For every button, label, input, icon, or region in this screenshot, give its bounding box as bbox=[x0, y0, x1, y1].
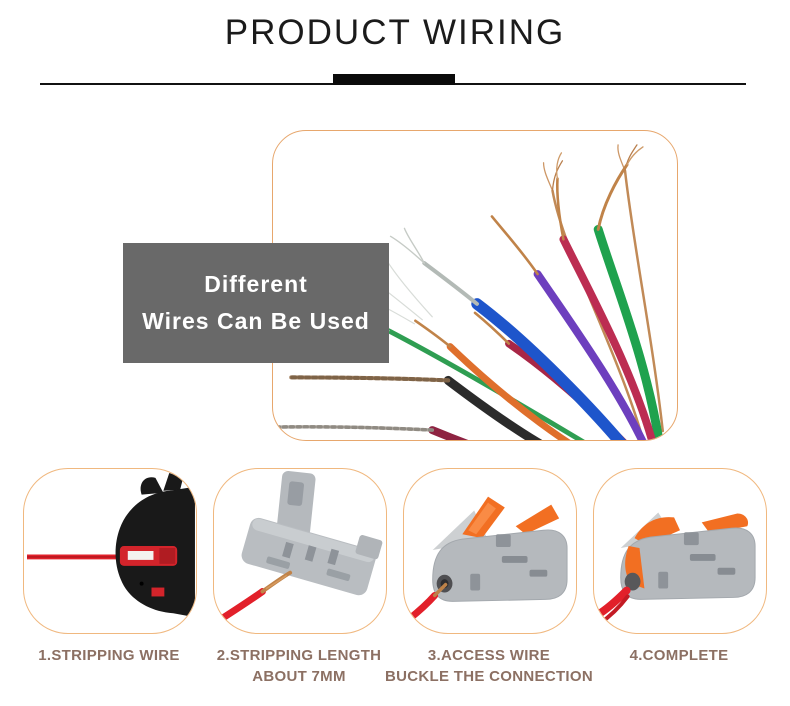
hero-badge: Different Wires Can Be Used bbox=[123, 243, 389, 363]
bare-silver-twist bbox=[273, 425, 435, 432]
wires-photo bbox=[273, 144, 665, 440]
hero-badge-line1: Different bbox=[204, 271, 308, 297]
connector-flat-illustration bbox=[217, 471, 383, 623]
wire-crimson bbox=[559, 235, 657, 440]
wire-blue-silver-tip bbox=[422, 261, 479, 306]
step-caption-1-line1: 1.STRIPPING WIRE bbox=[38, 647, 180, 664]
divider-accent-bar bbox=[333, 74, 455, 85]
step-photo-complete bbox=[593, 468, 767, 634]
step-caption-3: 3.ACCESS WIRE BUCKLE THE CONNECTION bbox=[383, 645, 595, 687]
wire-crimson-copper-tip bbox=[555, 177, 565, 241]
step-caption-3-line1: 3.ACCESS WIRE bbox=[427, 647, 551, 664]
bare-brown-twist bbox=[289, 375, 451, 383]
step-caption-2: 2.STRIPPING LENGTH ABOUT 7MM bbox=[193, 645, 405, 687]
wire-blue-silver-fray-a bbox=[389, 235, 426, 264]
bare-copper-right bbox=[623, 169, 665, 433]
wire-darkred-copper-tip bbox=[473, 311, 511, 345]
wire-blue-silver-fray-b bbox=[403, 227, 426, 264]
step-caption-2-line1: 2.STRIPPING LENGTH bbox=[216, 647, 382, 664]
step-caption-4: 4.COMPLETE bbox=[573, 645, 785, 666]
bare-copper-left-fray-a bbox=[542, 162, 554, 192]
step-photo-stripping-wire bbox=[23, 468, 197, 634]
page-title: PRODUCT WIRING bbox=[224, 13, 566, 52]
connector-open-illustration bbox=[405, 496, 568, 623]
wire-green-copper-tip bbox=[596, 163, 629, 231]
wire-purple-copper-tip bbox=[490, 215, 539, 276]
step-photo-access-wire bbox=[403, 468, 577, 634]
wire-green bbox=[593, 224, 664, 440]
bare-copper-left-fray-b bbox=[551, 160, 564, 192]
wire-orange-copper-tip bbox=[414, 319, 452, 348]
wire-stripper-illustration bbox=[27, 472, 195, 618]
wire-black bbox=[443, 375, 543, 440]
wire-green-copper-fray bbox=[626, 146, 644, 166]
connector-closed-illustration bbox=[594, 512, 756, 627]
wire-purple bbox=[533, 270, 647, 440]
wire-crimson-copper-fray bbox=[556, 152, 563, 180]
wire-orange bbox=[446, 343, 571, 440]
silver-strand-a bbox=[385, 259, 433, 318]
step-caption-4-line1: 4.COMPLETE bbox=[629, 647, 729, 664]
step-caption-3-line2: BUCKLE THE CONNECTION bbox=[385, 668, 593, 685]
wire-blue bbox=[471, 298, 626, 440]
step-caption-2-line2: ABOUT 7MM bbox=[252, 668, 346, 685]
step-caption-1: 1.STRIPPING WIRE bbox=[3, 645, 215, 666]
step-photo-stripping-length bbox=[213, 468, 387, 634]
hero-badge-line2: Wires Can Be Used bbox=[142, 308, 370, 334]
